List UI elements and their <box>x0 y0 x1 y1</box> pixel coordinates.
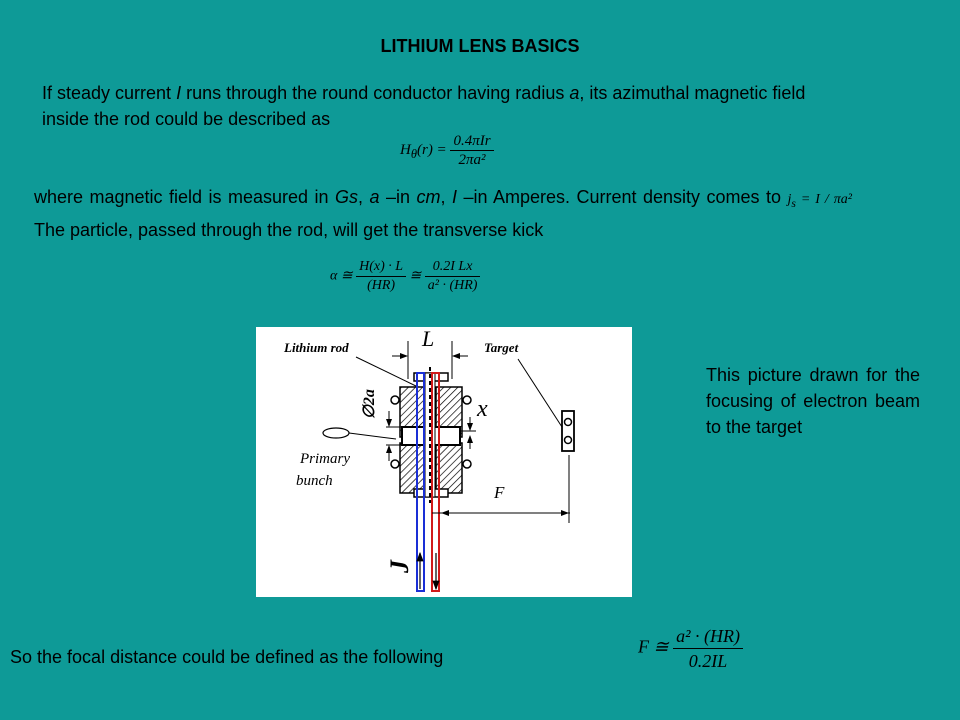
current-density-equation: js = I / πa² <box>787 192 852 210</box>
eq-focal-lhs: F ≅ <box>638 636 674 657</box>
p2-text-3: –in <box>379 187 417 207</box>
focal-equation: F ≅ a² · (HR)0.2IL <box>638 624 743 673</box>
eq-field-num: 0.4πIr <box>450 132 494 151</box>
figure-caption: This picture drawn for the focusing of e… <box>706 365 920 437</box>
current-symbol: I <box>176 83 182 103</box>
slide-title: LITHIUM LENS BASICS <box>380 36 580 56</box>
label-lithium-rod: Lithium rod <box>283 340 349 355</box>
p2-gs: Gs <box>334 187 358 207</box>
eq-kick-lhs: α ≅ <box>330 268 357 284</box>
eq-kick-fraction-1: H(x) · L(HR) <box>356 258 407 295</box>
radius-symbol: a <box>569 83 580 103</box>
bolt-icon <box>390 459 400 469</box>
bolt-icon <box>462 459 472 469</box>
target-ring-icon <box>563 417 573 427</box>
target-leader <box>517 358 563 428</box>
eq-field-arg: (r) = <box>416 141 451 158</box>
eq-focal-den: 0.2IL <box>688 651 728 671</box>
label-F: F <box>493 483 505 502</box>
target-ring-icon <box>563 435 573 445</box>
p2-text-1: where magnetic field is measured in <box>34 187 335 207</box>
intro-text-1: If steady current <box>42 83 177 103</box>
eq-kick-den-2: a² · (HR) <box>427 278 478 293</box>
intro-text-3: , its azimuthal magnetic field inside th… <box>42 83 806 129</box>
label-target: Target <box>484 340 519 355</box>
eq-kick-num-1: H(x) · L <box>356 258 407 277</box>
eq-kick-mid: ≅ <box>409 268 425 284</box>
label-diameter: ∅2a <box>361 389 378 419</box>
p2-text-4: , <box>440 187 452 207</box>
bunch-path <box>348 432 397 440</box>
primary-bunch-icon <box>322 427 350 439</box>
label-bunch: bunch <box>296 473 333 489</box>
p2-a: a <box>369 187 380 207</box>
jeq-sub: s <box>791 196 796 210</box>
bolt-icon <box>390 395 400 405</box>
intro-paragraph: If steady current I runs through the rou… <box>42 80 842 132</box>
label-L: L <box>421 327 434 351</box>
intro-text-2: runs through the round conductor having … <box>181 83 570 103</box>
focal-distance-text: So the focal distance could be defined a… <box>10 647 444 667</box>
lens-diagram-svg: Lithium rod Target L x Primary bunch F ∅… <box>283 326 575 592</box>
eq-field-sub: θ <box>410 146 417 161</box>
eq-field-lhs: H <box>400 141 411 158</box>
bolt-icon <box>462 395 472 405</box>
label-x: x <box>476 396 488 422</box>
housing-lower-left <box>399 442 427 494</box>
p2-cm: cm <box>416 187 441 207</box>
eq-kick-den-1: (HR) <box>367 278 396 293</box>
p2-text-2: , <box>358 187 370 207</box>
jeq-j: j <box>787 192 792 207</box>
current-lead-out <box>416 372 425 592</box>
target-icon <box>561 410 575 452</box>
units-paragraph: where magnetic field is measured in Gs, … <box>34 184 852 243</box>
eq-focal-num: a² · (HR) <box>673 624 743 649</box>
lithium-rod-leader <box>355 356 419 388</box>
label-J: J <box>385 559 414 574</box>
p2-I: I <box>451 187 457 207</box>
p2-text-6: The particle, passed through the rod, wi… <box>34 219 544 240</box>
label-primary: Primary <box>299 451 350 467</box>
jeq-rest: = I / πa² <box>795 192 852 207</box>
eq-field-den: 2πa² <box>458 152 486 168</box>
lithium-lens-diagram: Lithium rod Target L x Primary bunch F ∅… <box>256 326 632 597</box>
p2-text-5: –in Amperes. Current density comes to <box>456 187 788 207</box>
eq-kick-num-2: 0.2I Lx <box>424 258 481 277</box>
eq-focal-fraction: a² · (HR)0.2IL <box>673 624 743 673</box>
current-lead-in <box>431 372 440 592</box>
